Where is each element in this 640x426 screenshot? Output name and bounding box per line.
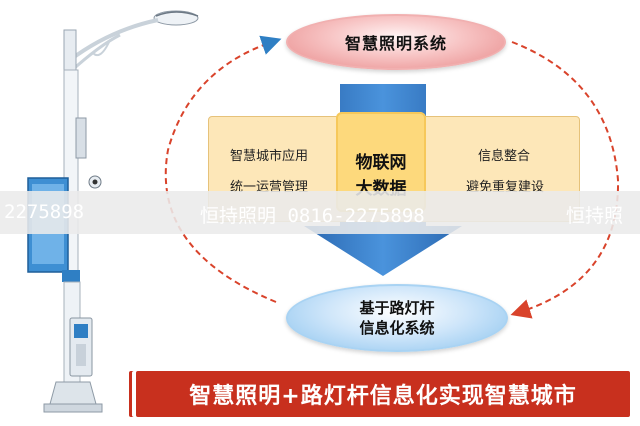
smart-lighting-node: 智慧照明系统 <box>286 14 506 70</box>
pole-info-line-1: 基于路灯杆 <box>359 299 435 317</box>
pole-info-system-node: 基于路灯杆 信息化系统 <box>286 284 508 352</box>
right-cycle-arrow <box>510 41 620 319</box>
right-item-1: 信息整合 <box>478 149 531 164</box>
watermark-right: 恒持照 <box>566 205 624 227</box>
banner-text: 智慧照明+路灯杆信息化实现智慧城市 <box>189 384 577 409</box>
left-cycle-arrow <box>164 35 282 303</box>
left-item-1: 智慧城市应用 <box>230 149 309 164</box>
center-line-1: 物联网 <box>355 153 407 173</box>
watermark-middle: 恒持照明 0816-2275898 <box>200 205 425 227</box>
watermark-strip: 2275898 恒持照明 0816-2275898 恒持照 <box>0 191 640 234</box>
pole-info-line-2: 信息化系统 <box>359 319 435 337</box>
watermark-left: 2275898 <box>4 201 85 223</box>
bottom-banner: 智慧照明+路灯杆信息化实现智慧城市 <box>136 371 630 417</box>
smart-lighting-label: 智慧照明系统 <box>344 34 447 53</box>
